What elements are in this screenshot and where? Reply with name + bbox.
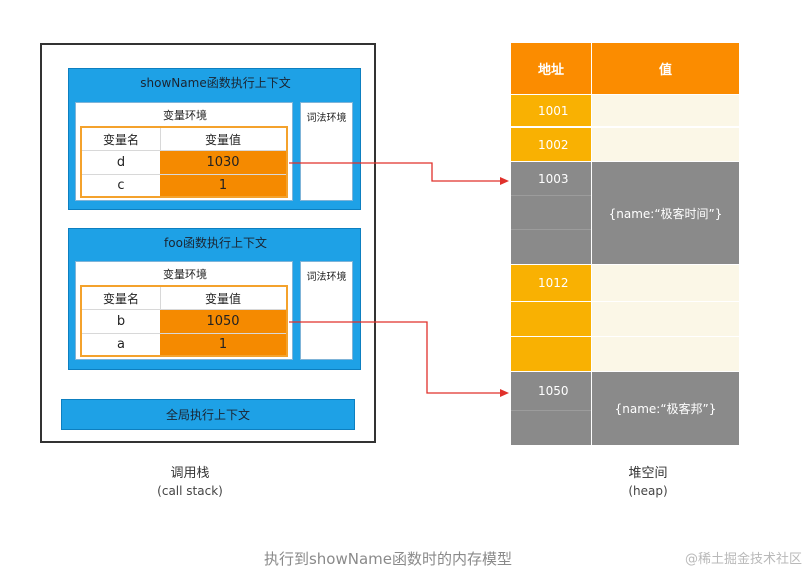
row-divider xyxy=(511,410,591,411)
heap-value-cell xyxy=(592,337,739,371)
table-column-divider xyxy=(160,287,161,310)
table-divider xyxy=(82,309,286,310)
lexical-environment: 词法环境 xyxy=(300,261,353,360)
heap-value-cell xyxy=(592,95,739,126)
call-stack-label: 调用栈 xyxy=(170,466,210,481)
heap-address-block xyxy=(511,372,591,445)
call-stack-sublabel: (call stack) xyxy=(157,484,223,498)
heap-header-address: 地址 xyxy=(511,43,591,94)
arrow-b-to-1050 xyxy=(289,321,509,397)
table-divider xyxy=(82,150,286,151)
variable-value-cell: 1 xyxy=(160,334,286,355)
heap-value-cell xyxy=(592,265,739,301)
variable-name-cell: c xyxy=(117,178,125,193)
variable-environment-title: 变量环境 xyxy=(163,109,207,122)
heap-value-cell xyxy=(592,302,739,336)
context-title: foo函数执行上下文 xyxy=(164,236,267,250)
context-title: showName函数执行上下文 xyxy=(140,76,291,90)
heap-label: 堆空间 xyxy=(628,466,668,481)
lexical-environment-title: 词法环境 xyxy=(306,113,347,124)
heap-address-cell xyxy=(511,337,591,371)
table-header-name: 变量名 xyxy=(102,132,139,147)
heap-address-cell: 1003 xyxy=(538,171,569,186)
variable-value-cell: 1050 xyxy=(160,310,286,333)
heap-address-cell: 1050 xyxy=(538,384,569,398)
heap-address-cell: 1002 xyxy=(511,128,591,161)
heap-object: {name:“极客时间”} xyxy=(592,162,739,264)
watermark: @稀土掘金技术社区 xyxy=(684,552,802,567)
variable-environment-title: 变量环境 xyxy=(163,268,207,281)
heap-address-block xyxy=(511,162,591,264)
lexical-environment-title: 词法环境 xyxy=(306,272,347,283)
table-header-name: 变量名 xyxy=(102,291,139,306)
heap-sublabel: (heap) xyxy=(628,484,668,498)
variable-value-cell: 1 xyxy=(160,175,286,196)
heap-header-value: 值 xyxy=(592,43,739,94)
row-divider xyxy=(511,229,591,230)
arrow-d-to-1003 xyxy=(289,162,509,185)
variable-name-cell: b xyxy=(116,314,126,329)
heap-value-cell xyxy=(592,128,739,161)
variable-table: 变量名 变量值 d 1030 c 1 xyxy=(80,126,288,198)
variable-table: 变量名 变量值 b 1050 a 1 xyxy=(80,285,288,357)
variable-name-cell: d xyxy=(116,155,126,170)
heap-address-cell xyxy=(511,302,591,336)
table-header-value: 变量值 xyxy=(204,132,241,147)
figure-caption: 执行到showName函数时的内存模型 xyxy=(263,550,513,568)
table-header-value: 变量值 xyxy=(204,291,241,306)
heap-address-cell: 1001 xyxy=(511,95,591,126)
variable-name-cell: a xyxy=(117,337,125,352)
global-execution-context: 全局执行上下文 xyxy=(61,399,355,430)
table-divider xyxy=(82,174,286,175)
lexical-environment: 词法环境 xyxy=(300,102,353,201)
table-column-divider xyxy=(160,128,161,151)
row-divider xyxy=(511,195,591,196)
table-divider xyxy=(82,333,286,334)
variable-value-cell: 1030 xyxy=(160,151,286,174)
heap-object: {name:“极客邦”} xyxy=(592,372,739,445)
heap-address-cell: 1012 xyxy=(511,265,591,301)
